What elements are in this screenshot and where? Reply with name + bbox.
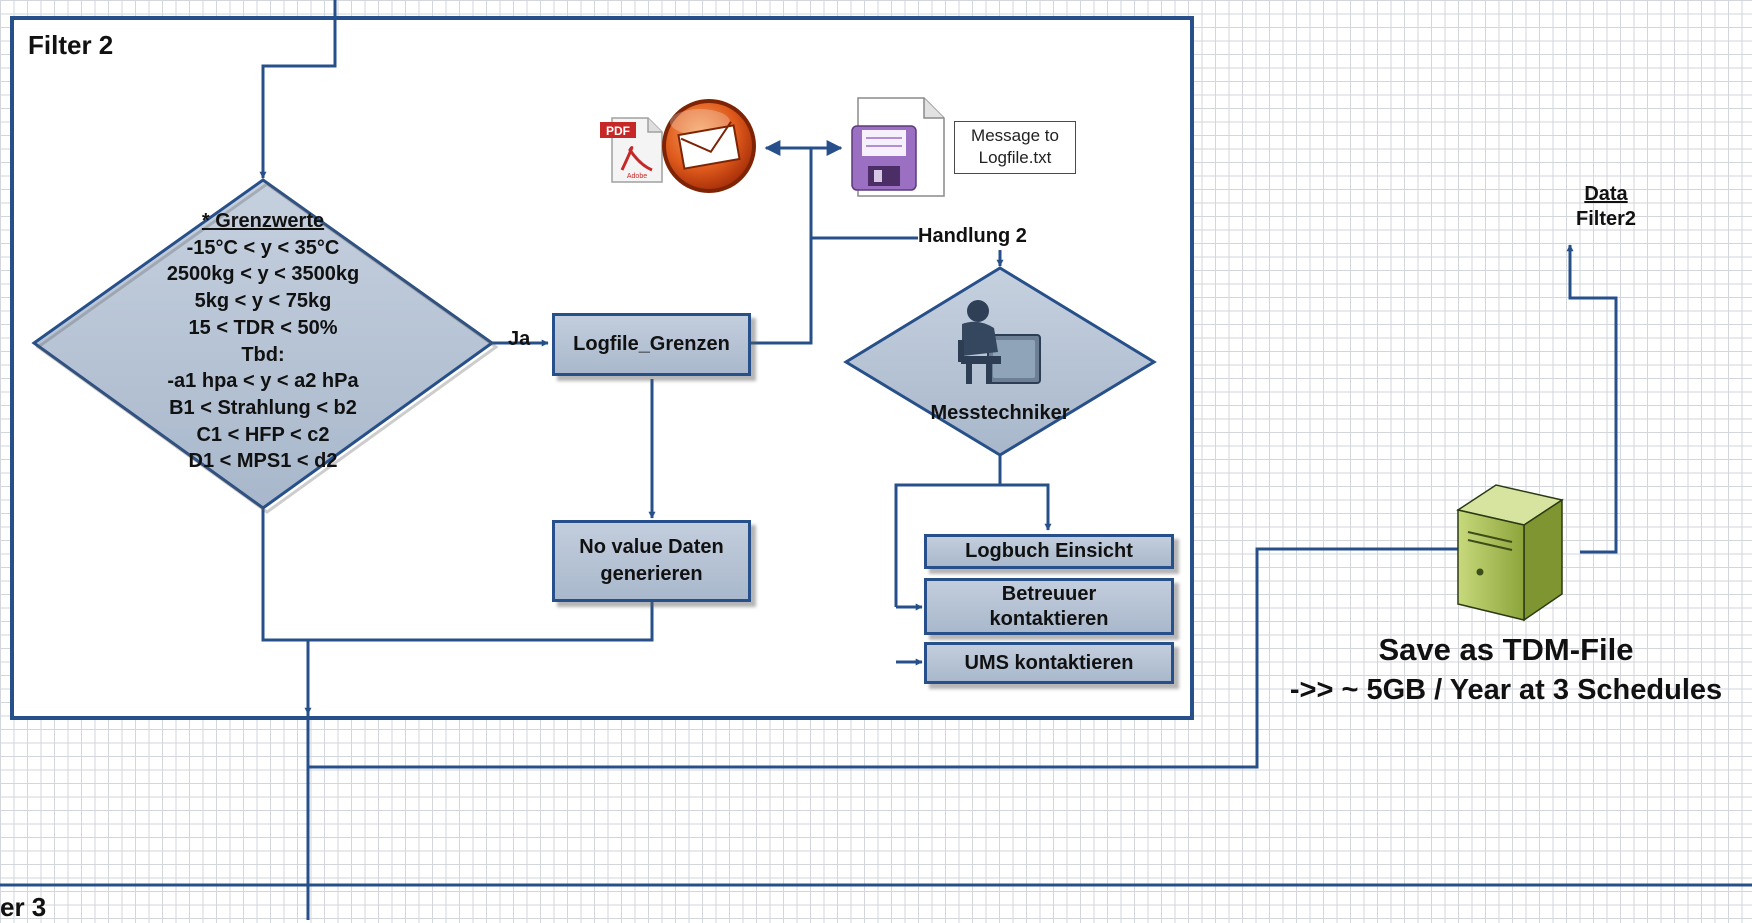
save-subtitle: ->> ~ 5GB / Year at 3 Schedules [1289,674,1723,706]
decision-line: Tbd: [241,343,285,366]
decision-line-heading: * Grenzwerte [201,210,325,232]
save-title: Save as TDM-File [1378,632,1634,667]
technician-label: Messtechniker [930,402,1070,424]
data-output-label: Data Filter2 [1550,182,1662,232]
floppy-disk-icon [851,97,945,197]
no-value-data-box[interactable]: No value Daten generieren [552,520,751,602]
pdf-brand-text: Adobe [627,173,647,180]
data-output-line1: Data [1584,183,1628,205]
pdf-icon: PDF Adobe [600,117,663,183]
next-frame-title: er 3 [0,892,47,922]
limits-decision [31,178,495,510]
decision-shadow [35,182,499,514]
pdf-badge-text: PDF [606,124,630,138]
server-icon [1456,484,1564,622]
connectors [259,0,1618,920]
decision-line: 15 < TDR < 50% [188,316,338,339]
decision-line: 5kg < y < 75kg [194,290,332,313]
handlung-label: Handlung 2 [918,225,1027,247]
decision-line: B1 < Strahlung < b2 [169,396,357,419]
mail-icon [662,99,756,193]
decision-line: 2500kg < y < 3500kg [166,263,360,286]
decision-line: -a1 hpa < y < a2 hPa [167,370,359,393]
frame-title: Filter 2 [28,30,114,60]
decision-line: C1 < HFP < c2 [196,423,330,446]
decision-text: * Grenzwerte -15°C < y < 35°C 2500kg < y… [110,208,416,475]
decision-line: D1 < MPS1 < d2 [188,450,338,473]
decision-line: -15°C < y < 35°C [186,236,340,259]
action-logbook-box[interactable]: Logbuch Einsicht [924,534,1174,569]
logfile-limits-box[interactable]: Logfile_Grenzen [552,313,751,376]
logfile-message-note: Message to Logfile.txt [954,121,1076,174]
yes-label: Ja [508,328,531,350]
data-output-line2: Filter2 [1575,208,1637,230]
technician-icon [958,300,1041,384]
action-contact-ums-box[interactable]: UMS kontaktieren [924,642,1174,684]
action-contact-supervisor-box[interactable]: Betreuuer kontaktieren [924,578,1174,635]
